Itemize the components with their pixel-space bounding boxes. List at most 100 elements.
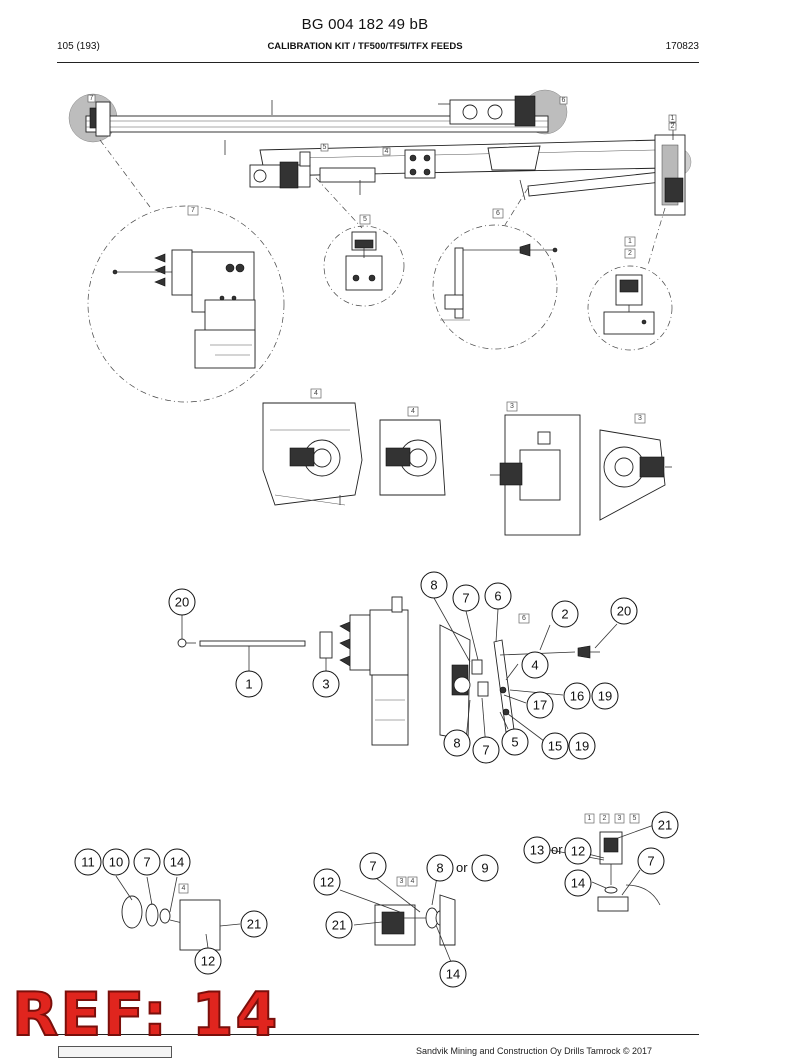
view-tag-6-top: 6	[559, 96, 568, 105]
svg-text:12: 12	[201, 954, 215, 969]
callout-1: 1	[235, 670, 263, 698]
view-4-left	[262, 402, 363, 506]
svg-text:1: 1	[588, 815, 592, 822]
callout-21-bl: 21	[240, 910, 268, 938]
svg-text:17: 17	[533, 698, 547, 713]
svg-text:14: 14	[571, 876, 585, 891]
svg-text:20: 20	[175, 595, 189, 610]
callout-8-bottom: 8	[443, 729, 471, 757]
view-tag-5-top: 5	[320, 143, 329, 152]
exploded-kit-view	[177, 596, 618, 749]
svg-text:1: 1	[245, 677, 252, 692]
detail-view-7	[87, 205, 285, 403]
detail-tag-7: 7	[187, 205, 199, 216]
view-tag-4-left: 4	[310, 388, 322, 399]
svg-text:2: 2	[671, 123, 675, 130]
view-3-left	[490, 414, 581, 536]
bottom-right-view	[549, 824, 661, 912]
svg-text:7: 7	[369, 859, 376, 874]
bottom-left-view	[115, 875, 241, 951]
svg-text:5: 5	[363, 216, 367, 223]
document-number: BG 004 182 49 bB	[301, 16, 429, 33]
bottom-tag-5-right: 5	[629, 813, 640, 824]
bottom-tag-2-right: 2	[599, 813, 610, 824]
svg-text:21: 21	[658, 818, 672, 833]
or-label-br: or	[551, 842, 563, 857]
callout-21-br: 21	[651, 811, 679, 839]
callout-2: 2	[551, 600, 579, 628]
view-tag-7-top: 7	[87, 94, 96, 103]
svg-text:7: 7	[191, 207, 195, 214]
callout-16: 16	[563, 682, 591, 710]
svg-text:4: 4	[411, 408, 415, 415]
callout-5: 5	[501, 728, 529, 756]
svg-text:7: 7	[143, 855, 150, 870]
view-4-right	[379, 419, 446, 496]
svg-text:3: 3	[400, 878, 404, 885]
bottom-tag-4-mid: 4	[407, 876, 418, 887]
page-number: 105 (193)	[57, 41, 100, 52]
svg-text:4: 4	[531, 658, 538, 673]
svg-text:3: 3	[510, 403, 514, 410]
callout-21-bm: 21	[325, 911, 353, 939]
bottom-tag-4-left: 4	[178, 883, 189, 894]
svg-text:11: 11	[81, 855, 95, 870]
svg-text:4: 4	[182, 885, 186, 892]
svg-text:15: 15	[548, 739, 562, 754]
header-rule	[57, 62, 699, 63]
callout-17: 17	[526, 691, 554, 719]
callout-11: 11	[74, 848, 102, 876]
svg-text:8: 8	[436, 861, 443, 876]
svg-text:19: 19	[575, 739, 589, 754]
svg-text:19: 19	[598, 689, 612, 704]
callout-10: 10	[102, 848, 130, 876]
footer-rule	[57, 1034, 699, 1035]
callout-7-top: 7	[452, 584, 480, 612]
detail-leaders	[99, 139, 666, 266]
page-title: CALIBRATION KIT / TF500/TF5I/TFX FEEDS	[267, 41, 463, 52]
svg-text:7: 7	[90, 95, 94, 102]
svg-text:9: 9	[481, 861, 488, 876]
callout-15: 15	[541, 732, 569, 760]
view-tag-2-top: 2	[668, 122, 677, 131]
callout-9: 9	[471, 854, 499, 882]
svg-text:21: 21	[247, 917, 261, 932]
svg-text:4: 4	[385, 148, 389, 155]
svg-text:6: 6	[562, 97, 566, 104]
footer-copyright: Sandvik Mining and Construction Oy Drill…	[416, 1046, 653, 1056]
callout-20-left: 20	[168, 588, 196, 616]
callout-13: 13	[523, 836, 551, 864]
svg-text:4: 4	[314, 390, 318, 397]
svg-text:14: 14	[446, 967, 460, 982]
svg-text:16: 16	[570, 689, 584, 704]
detail-tag-2: 2	[624, 248, 636, 259]
view-tag-4-top: 4	[382, 147, 391, 156]
svg-text:3: 3	[618, 815, 622, 822]
bottom-tag-3-right: 3	[614, 813, 625, 824]
view-tag-3-right: 3	[634, 413, 646, 424]
callout-7-bl: 7	[133, 848, 161, 876]
svg-text:2: 2	[628, 250, 632, 257]
view-tag-1-top: 1	[668, 114, 677, 123]
svg-text:3: 3	[638, 415, 642, 422]
svg-text:7: 7	[647, 854, 654, 869]
svg-text:5: 5	[323, 144, 327, 151]
svg-text:1: 1	[671, 115, 675, 122]
svg-text:6: 6	[494, 589, 501, 604]
detail-view-1-2	[587, 265, 673, 351]
callout-12-bl: 12	[194, 947, 222, 975]
svg-text:21: 21	[332, 918, 346, 933]
bottom-tag-1-right: 1	[584, 813, 595, 824]
bottom-tag-3-mid: 3	[396, 876, 407, 887]
callout-14-br: 14	[564, 869, 592, 897]
callout-14-bl: 14	[163, 848, 191, 876]
svg-text:8: 8	[453, 736, 460, 751]
callout-7-br: 7	[637, 847, 665, 875]
svg-text:2: 2	[561, 607, 568, 622]
exploded-tag-6: 6	[518, 613, 530, 624]
svg-text:7: 7	[462, 591, 469, 606]
svg-text:10: 10	[109, 855, 123, 870]
callout-12-br: 12	[564, 837, 592, 865]
svg-text:6: 6	[522, 615, 526, 622]
